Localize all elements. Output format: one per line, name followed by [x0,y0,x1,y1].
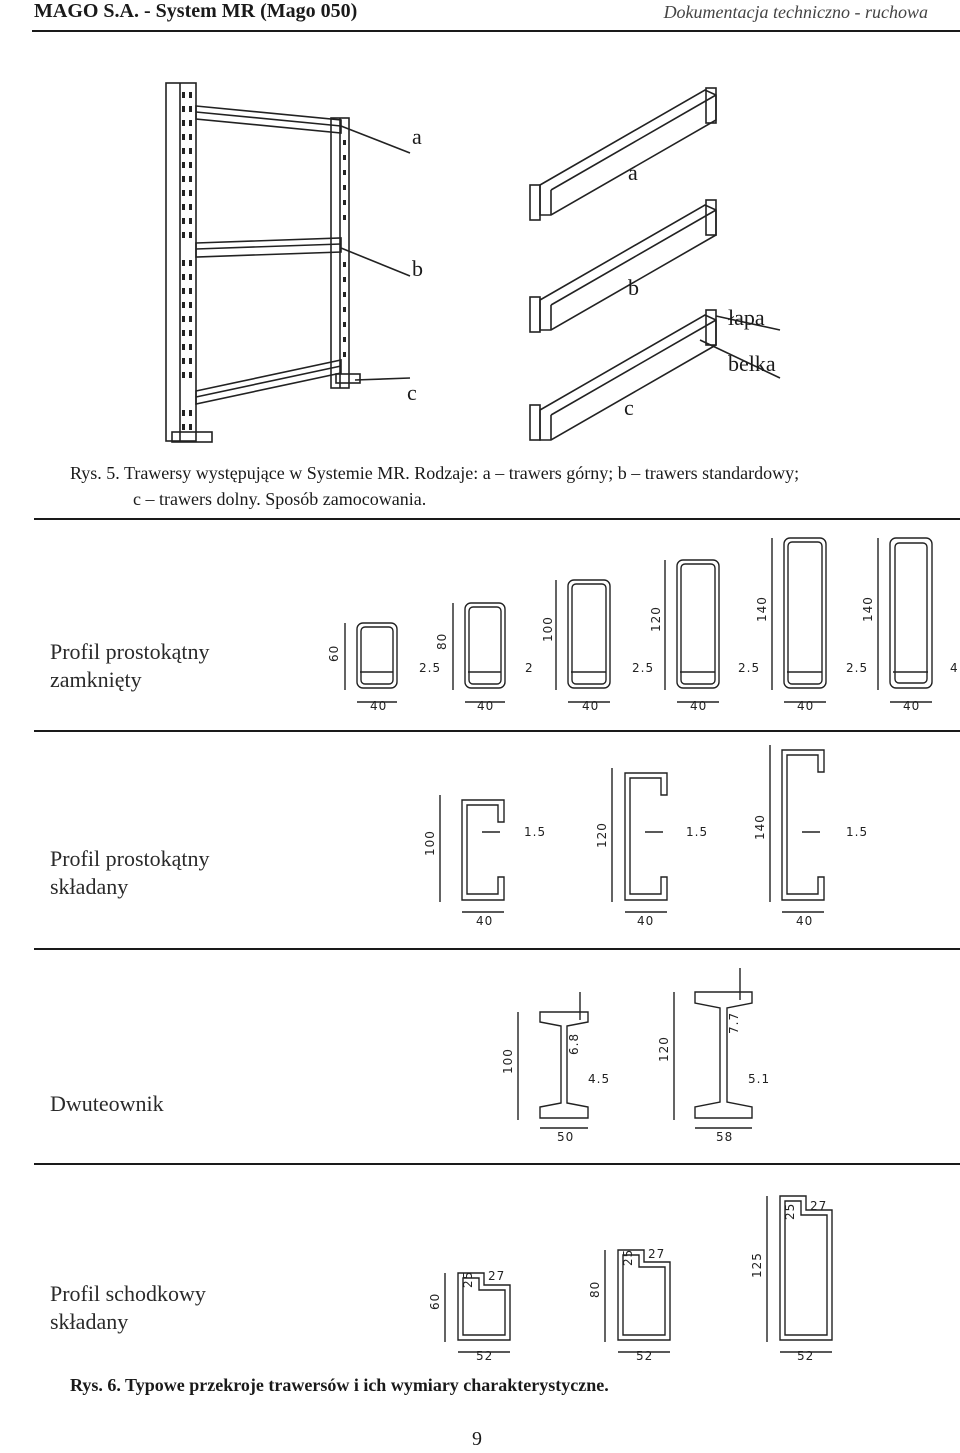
section-label-i-beam: Dwuteownik [50,1091,164,1116]
dim-width: 58 [716,1130,733,1144]
dim-width: 40 [796,914,813,928]
page-number: 9 [472,1428,482,1450]
dim-height: 80 [435,633,449,650]
dim-height: 100 [541,616,555,642]
label-c-frame: c [407,380,417,405]
dim-width: 40 [370,699,387,713]
dim-flange: 7.7 [727,1012,741,1034]
figure-5-rack-drawing [165,82,781,443]
dim-height: 120 [657,1036,671,1062]
dim-height: 140 [755,596,769,622]
figure-6-caption: Rys. 6. Typowe przekroje trawersów i ich… [70,1375,609,1395]
dim-height: 60 [327,645,341,662]
label-lapa: łapa [728,305,765,330]
header-divider [32,30,960,32]
dim-thickness: 2.5 [738,661,760,675]
section-label-folded-rect-line-2: składany [50,874,129,899]
dim-width: 40 [582,699,599,713]
section-label-closed-rect-line-1: Profil prostokątny [50,639,210,664]
dim-width: 50 [557,1130,574,1144]
section-label-folded-rect-line-1: Profil prostokątny [50,846,210,871]
dim-step-height: 25 [461,1271,475,1288]
figure-5-caption-line-1: Rys. 5. Trawersy występujące w Systemie … [70,463,800,483]
dim-height: 120 [649,606,663,632]
dim-step-width: 27 [488,1269,505,1283]
section-divider [34,518,960,520]
dim-height: 140 [861,596,875,622]
dim-width: 40 [797,699,814,713]
dim-width: 52 [476,1349,493,1363]
dim-height: 60 [428,1293,442,1310]
dim-width: 40 [903,699,920,713]
section-label-step-line-1: Profil schodkowy [50,1281,206,1306]
dim-width: 40 [476,914,493,928]
dim-flange: 6.8 [567,1033,581,1055]
dim-step-height: 25 [621,1249,635,1266]
figure-5-caption-line-2: c – trawers dolny. Sposób zamocowania. [133,489,427,509]
dim-height: 125 [750,1252,764,1278]
dim-height: 100 [501,1048,515,1074]
dim-web: 5.1 [748,1072,770,1086]
label-a-beam: a [628,160,638,185]
dim-height: 100 [423,830,437,856]
label-c-beam: c [624,395,634,420]
dim-thickness: 2.5 [846,661,868,675]
dim-thickness: 2 [525,661,534,675]
dim-thickness: 1.5 [846,825,868,839]
dim-height: 140 [753,814,767,840]
dim-height: 120 [595,822,609,848]
dim-width: 40 [690,699,707,713]
dim-height: 80 [588,1281,602,1298]
dim-step-height: 25 [783,1203,797,1220]
dim-thickness: 4 [950,661,959,675]
dim-thickness: 1.5 [686,825,708,839]
dim-web: 4.5 [588,1072,610,1086]
dim-step-width: 27 [810,1199,827,1213]
dim-width: 52 [636,1349,653,1363]
section-divider [34,948,960,950]
document-header-title: MAGO S.A. - System MR (Mago 050) [34,0,358,22]
label-b-beam: b [628,275,639,300]
dim-width: 52 [797,1349,814,1363]
section-divider [34,730,960,732]
label-a-frame: a [412,124,422,149]
dim-width: 40 [637,914,654,928]
dim-thickness: 2.5 [419,661,441,675]
document-header-subtitle: Dokumentacja techniczno - ruchowa [663,2,928,22]
section-label-closed-rect-line-2: zamknięty [50,667,142,692]
section-label-step-line-2: składany [50,1309,129,1334]
dim-thickness: 1.5 [524,825,546,839]
dim-thickness: 2.5 [632,661,654,675]
label-b-frame: b [412,256,423,281]
label-belka: belka [728,351,776,376]
dim-width: 40 [477,699,494,713]
section-divider [34,1163,960,1165]
dim-step-width: 27 [648,1247,665,1261]
